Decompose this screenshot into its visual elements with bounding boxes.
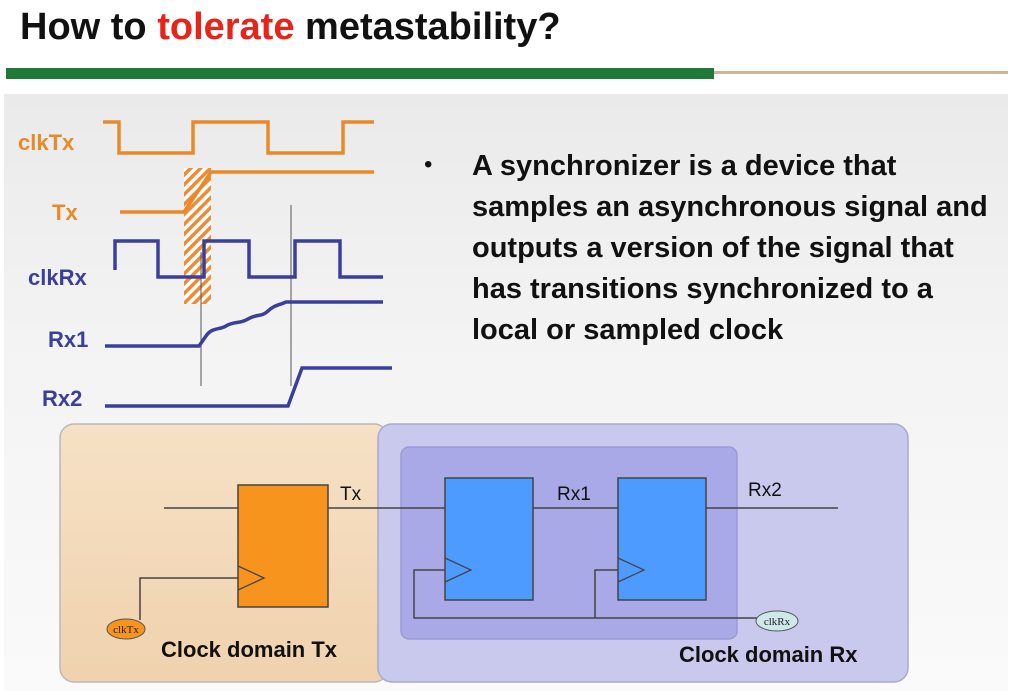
bullet-point: • A synchronizer is a device that sample…	[424, 146, 994, 351]
title-underline-green	[6, 68, 714, 79]
waveform-rx1	[105, 300, 383, 348]
clktx-bubble	[106, 618, 146, 640]
clkrx-bubble	[755, 610, 799, 632]
wire-label-tx: Tx	[340, 484, 362, 505]
flop-rx2	[617, 477, 707, 601]
slide-title: How to tolerate metastability?	[20, 6, 561, 49]
title-post: metastability?	[294, 6, 561, 48]
title-pre: How to	[20, 6, 158, 48]
waveform-rx2	[105, 366, 392, 408]
clktx-bubble-label: clkTx	[113, 624, 139, 636]
label-clktx: clkTx	[18, 130, 75, 155]
domain-label-tx: Clock domain Tx	[161, 637, 338, 662]
wire-label-rx2: Rx2	[748, 480, 782, 501]
wire-clktx	[139, 577, 238, 620]
bullet-text: A synchronizer is a device that samples …	[472, 150, 988, 346]
wire-label-rx1: Rx1	[557, 484, 591, 505]
waveform-clkrx	[113, 239, 383, 279]
label-rx2: Rx2	[42, 386, 82, 411]
clkrx-bubble-label: clkRx	[764, 616, 791, 628]
label-tx: Tx	[52, 200, 78, 225]
wire-clkrx	[413, 569, 768, 619]
title-accent: tolerate	[157, 6, 295, 48]
flop-tx-clock-arrow	[237, 565, 266, 591]
label-rx1: Rx1	[48, 327, 88, 352]
flop-rx1	[444, 477, 534, 601]
label-clkrx: clkRx	[28, 265, 87, 290]
wire-clkrx-branch	[594, 569, 618, 618]
domain-label-rx: Clock domain Rx	[679, 642, 858, 667]
waveform-clktx	[103, 120, 374, 155]
flop-rx1-clock-arrow	[444, 557, 473, 583]
flop-rx2-clock-arrow	[617, 557, 646, 583]
waveform-tx	[120, 170, 374, 214]
title-underline-thin	[714, 71, 1008, 74]
flop-tx	[237, 484, 329, 608]
metastability-window	[184, 168, 211, 304]
bullet-marker: •	[424, 151, 433, 178]
